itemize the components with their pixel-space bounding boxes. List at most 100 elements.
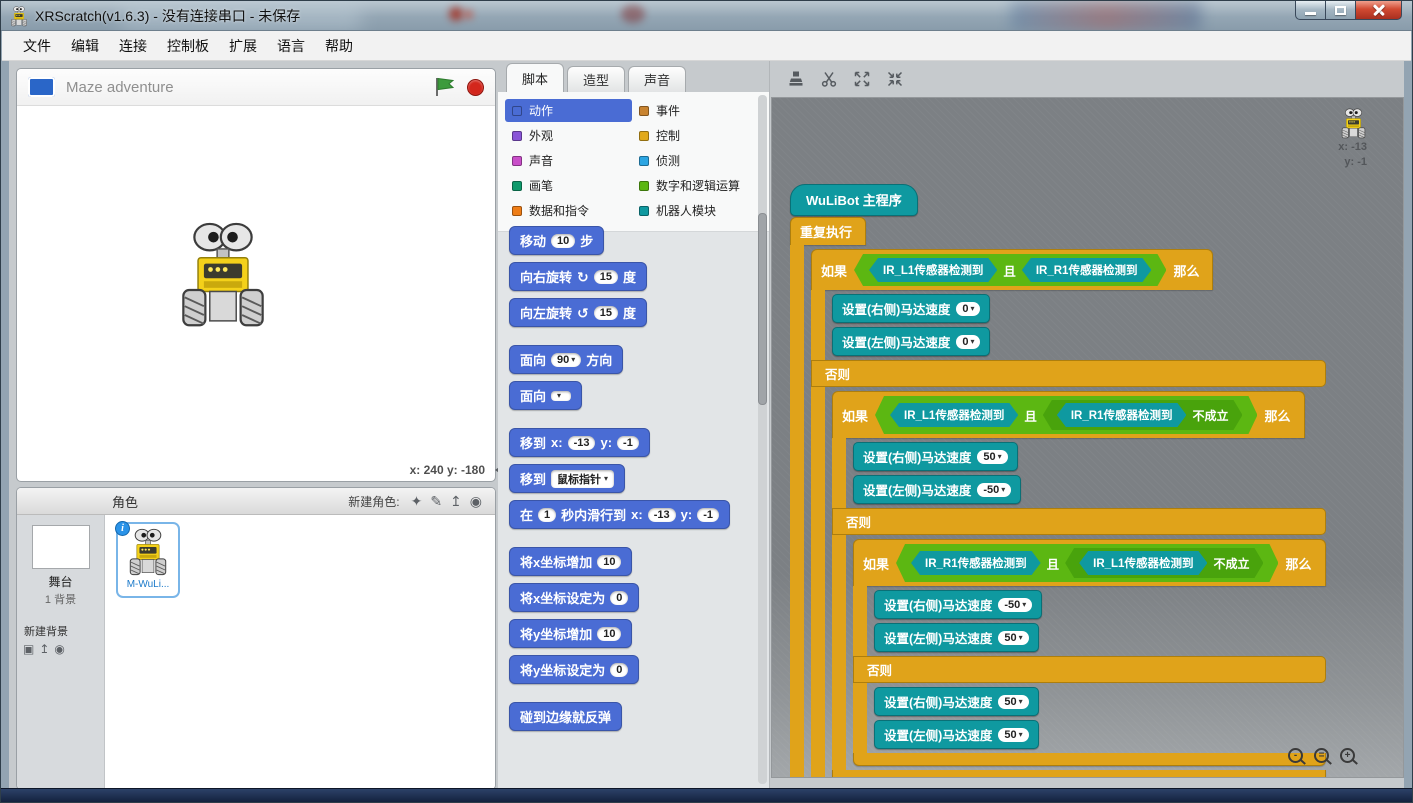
titlebar[interactable]: XRScratch(v1.6.3) - 没有连接串口 - 未保存 (1, 1, 1412, 31)
category-sensing[interactable]: 侦测 (632, 149, 759, 172)
number-input[interactable]: 0 (610, 662, 629, 677)
category-robot[interactable]: 机器人模块 (632, 199, 759, 222)
menu-connect[interactable]: 连接 (119, 37, 147, 54)
sprite-card-selected[interactable]: i M-WuLi... (115, 521, 180, 598)
sensor-reporter-block[interactable]: IR_L1传感器检测到 (890, 403, 1018, 427)
zoom-out-icon[interactable]: - (1288, 748, 1303, 763)
palette-scrollbar-thumb[interactable] (758, 213, 767, 405)
category-operators[interactable]: 数字和逻辑运算 (632, 174, 759, 197)
stop-icon[interactable] (467, 78, 484, 96)
duplicate-stamp-icon[interactable] (787, 70, 805, 88)
menu-file[interactable]: 文件 (23, 37, 51, 54)
minimize-button[interactable] (1295, 1, 1325, 20)
motor-speed-dropdown[interactable]: -50▾ (998, 597, 1033, 612)
delete-scissors-icon[interactable] (820, 70, 838, 88)
number-input[interactable]: 0 (610, 590, 629, 605)
sensor-reporter-block[interactable]: IR_R1传感器检测到 (911, 551, 1041, 575)
palette-block[interactable]: 碰到边缘就反弹 (509, 702, 623, 731)
tab-scripts[interactable]: 脚本 (506, 63, 565, 92)
motor-speed-dropdown[interactable]: 50▾ (998, 727, 1029, 742)
sensor-reporter-block[interactable]: IR_L1传感器检测到 (1079, 551, 1207, 575)
presentation-mode-icon[interactable] (28, 77, 55, 97)
palette-block[interactable]: 移到鼠标指针▾ (509, 464, 626, 493)
menu-extension[interactable]: 扩展 (229, 37, 257, 54)
menu-board[interactable]: 控制板 (167, 37, 209, 54)
green-flag-icon[interactable] (432, 75, 456, 99)
stage-thumbnail[interactable] (31, 525, 90, 569)
grow-icon[interactable] (853, 70, 871, 88)
motor-speed-dropdown[interactable]: 50▾ (998, 630, 1029, 645)
hat-block-main-program[interactable]: WuLiBot 主程序 (790, 184, 918, 216)
upload-backdrop-icon[interactable]: ↥ (39, 642, 50, 656)
category-motion[interactable]: 动作 (505, 99, 632, 122)
sensor-reporter-block[interactable]: IR_R1传感器检测到 (1057, 403, 1187, 427)
camera-icon[interactable]: ◉ (469, 493, 482, 509)
camera-backdrop-icon[interactable]: ◉ (54, 642, 65, 656)
category-control[interactable]: 控制 (632, 124, 759, 147)
motor-speed-dropdown[interactable]: 0▾ (956, 334, 981, 349)
motor-right-speed-block[interactable]: 设置(右侧)马达速度-50▾ (874, 590, 1043, 619)
tab-costumes[interactable]: 造型 (567, 66, 626, 92)
number-input[interactable]: -1 (697, 507, 719, 522)
motor-speed-dropdown[interactable]: 50▾ (977, 449, 1008, 464)
category-data[interactable]: 数据和指令 (505, 199, 632, 222)
motor-speed-dropdown[interactable]: 0▾ (956, 301, 981, 316)
not-block[interactable]: IR_R1传感器检测到不成立 (1043, 400, 1243, 430)
category-events[interactable]: 事件 (632, 99, 759, 122)
zoom-reset-icon[interactable]: = (1314, 748, 1329, 763)
menu-dropdown[interactable]: 鼠标指针▾ (551, 469, 615, 488)
sprite-info-icon[interactable]: i (115, 521, 130, 536)
paint-new-sprite-icon[interactable]: ✦ (410, 493, 423, 509)
palette-block[interactable]: 面向▾ (509, 381, 583, 410)
number-input[interactable]: 10 (597, 626, 622, 641)
maximize-button[interactable] (1325, 1, 1355, 20)
category-looks[interactable]: 外观 (505, 124, 632, 147)
sensor-reporter-block[interactable]: IR_R1传感器检测到 (1022, 258, 1152, 282)
close-button[interactable] (1355, 1, 1402, 20)
zoom-in-icon[interactable]: + (1340, 748, 1355, 763)
palette-scrollbar[interactable] (758, 95, 767, 784)
number-input[interactable]: 10 (551, 233, 576, 248)
dropdown-input[interactable]: 90▾ (551, 352, 582, 367)
menu-dropdown[interactable]: ▾ (551, 390, 572, 401)
motor-speed-dropdown[interactable]: 50▾ (998, 694, 1029, 709)
brush-icon[interactable]: ✎ (430, 493, 443, 509)
number-input[interactable]: -13 (567, 435, 596, 450)
category-pen[interactable]: 画笔 (505, 174, 632, 197)
number-input[interactable]: 15 (593, 305, 618, 320)
motor-speed-dropdown[interactable]: -50▾ (977, 482, 1012, 497)
tab-sounds[interactable]: 声音 (628, 66, 687, 92)
number-input[interactable]: -13 (647, 507, 676, 522)
sensor-reporter-block[interactable]: IR_L1传感器检测到 (869, 258, 997, 282)
stage-sprite-robot[interactable] (176, 221, 270, 331)
menu-help[interactable]: 帮助 (325, 37, 353, 54)
paint-backdrop-icon[interactable]: ▣ (23, 642, 35, 656)
number-input[interactable]: 15 (593, 269, 618, 284)
menu-language[interactable]: 语言 (277, 37, 305, 54)
upload-sprite-icon[interactable]: ↥ (450, 493, 462, 509)
not-block[interactable]: IR_L1传感器检测到不成立 (1065, 548, 1263, 578)
category-sound[interactable]: 声音 (505, 149, 632, 172)
shrink-icon[interactable] (886, 70, 904, 88)
